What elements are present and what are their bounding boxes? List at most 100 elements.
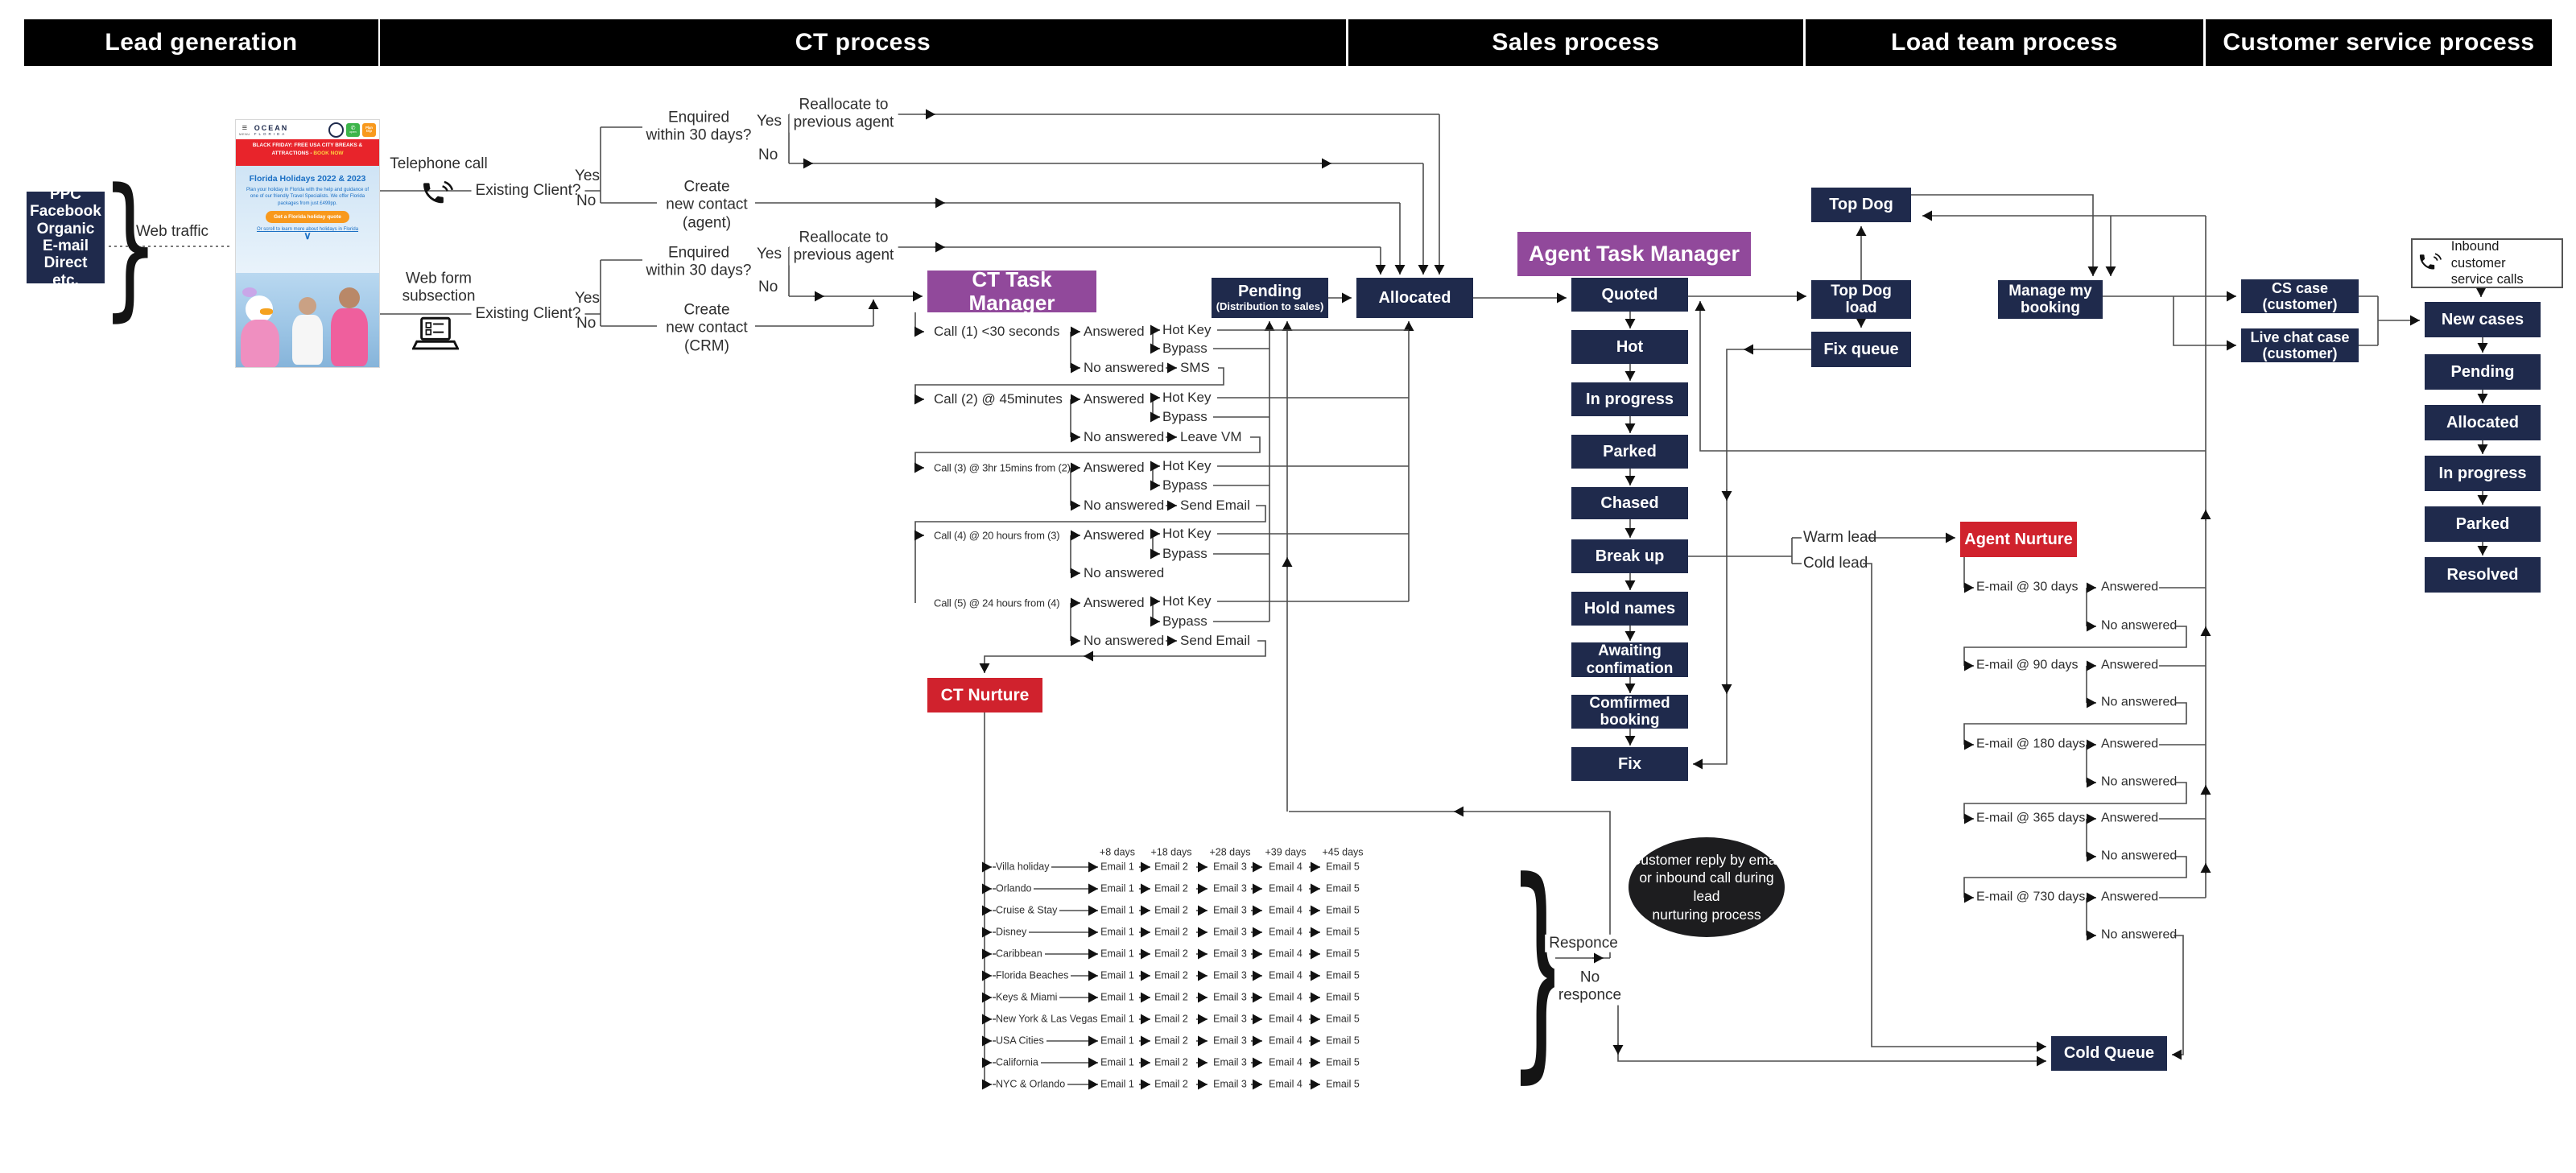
logo-bottom: FLORIDA xyxy=(254,131,287,136)
no-answered-label: No answered xyxy=(1084,359,1165,375)
hero-section: Florida Holidays 2022 & 2023 Plan your h… xyxy=(236,166,379,273)
site-header: ≡MENU OCEAN FLORIDA ✆open Plan trip xyxy=(236,120,379,139)
email-cell: Email 4 xyxy=(1269,926,1302,938)
no-answered-label: No answered xyxy=(1084,632,1165,648)
email-cell: Email 3 xyxy=(1213,1078,1247,1090)
destination-label-5: Caribbean xyxy=(996,948,1045,960)
email-cell: Email 1 xyxy=(1100,1078,1134,1090)
email-cell: Email 5 xyxy=(1326,926,1360,938)
email-cell: Email 2 xyxy=(1154,969,1188,981)
sales-stage-7: Hold names xyxy=(1571,592,1688,626)
cs-case-box: CS case (customer) xyxy=(2241,279,2359,313)
header-sales-process: Sales process xyxy=(1348,19,1803,66)
web-traffic-label: Web traffic xyxy=(135,222,209,240)
email-cell: Email 5 xyxy=(1326,969,1360,981)
header-lead-generation: Lead generation xyxy=(24,19,378,66)
email-cell: Email 5 xyxy=(1326,948,1360,960)
an-no-answered-label: No answered xyxy=(2101,618,2178,633)
hot-key-label: Hot Key xyxy=(1162,525,1212,541)
an-email-label-5: E-mail @ 730 days xyxy=(1976,890,2086,904)
day-header-5: +45 days xyxy=(1322,846,1364,858)
duck-bow xyxy=(242,287,257,297)
bypass-label: Bypass xyxy=(1162,408,1208,424)
call-button: ✆open xyxy=(346,122,360,137)
email-cell: Email 1 xyxy=(1100,882,1134,894)
email-cell: Email 3 xyxy=(1213,882,1247,894)
existing-client-phone-label: Existing Client? xyxy=(471,181,585,200)
email-cell: Email 3 xyxy=(1213,861,1247,873)
email-cell: Email 5 xyxy=(1326,861,1360,873)
yes-label: Yes xyxy=(575,289,600,307)
destination-label-10: California xyxy=(996,1056,1041,1069)
web-form-label: Web form subsection xyxy=(402,270,476,305)
call-row-label-4: Call (4) @ 20 hours from (3) xyxy=(934,529,1060,542)
email-cell: Email 5 xyxy=(1326,1056,1360,1068)
email-cell: Email 3 xyxy=(1213,991,1247,1003)
girl-head xyxy=(299,297,316,315)
an-no-answered-label: No answered xyxy=(2101,695,2178,709)
sales-stage-4: Parked xyxy=(1571,435,1688,469)
email-cell: Email 5 xyxy=(1326,1078,1360,1090)
destination-label-4: Disney xyxy=(996,926,1030,939)
email-cell: Email 4 xyxy=(1269,1078,1302,1090)
cs-stage-4: In progress xyxy=(2425,456,2541,491)
create-contact-crm-label: Create new contact (CRM) xyxy=(666,301,748,355)
email-cell: Email 4 xyxy=(1269,1056,1302,1068)
bypass-label: Bypass xyxy=(1162,477,1208,493)
quote-button: Get a Florida holiday quote xyxy=(266,211,349,224)
email-cell: Email 2 xyxy=(1154,1056,1188,1068)
email-cell: Email 2 xyxy=(1154,991,1188,1003)
existing-client-web-label: Existing Client? xyxy=(471,304,585,324)
fix-queue-box: Fix queue xyxy=(1811,332,1911,367)
telephone-call-label: Telephone call xyxy=(390,155,488,172)
answered-label: Answered xyxy=(1084,390,1145,407)
bypass-label: Bypass xyxy=(1162,545,1208,561)
email-cell: Email 1 xyxy=(1100,1056,1134,1068)
destination-label-8: New York & Las Vegas xyxy=(996,1013,1100,1026)
email-cell: Email 1 xyxy=(1100,926,1134,938)
header-load-team-process: Load team process xyxy=(1806,19,2203,66)
ct-nurture-box: CT Nurture xyxy=(927,678,1042,712)
email-cell: Email 1 xyxy=(1100,861,1134,873)
an-answered-label: Answered xyxy=(2101,580,2159,594)
hero-heading: Florida Holidays 2022 & 2023 xyxy=(249,174,366,184)
email-cell: Email 3 xyxy=(1213,1035,1247,1047)
email-cell: Email 5 xyxy=(1326,904,1360,916)
email-cell: Email 1 xyxy=(1100,991,1134,1003)
cs-stage-2: Pending xyxy=(2425,354,2541,390)
woman-top xyxy=(331,308,368,366)
email-cell: Email 2 xyxy=(1154,1013,1188,1025)
email-cell: Email 2 xyxy=(1154,1035,1188,1047)
call-row-label-2: Call (2) @ 45minutes xyxy=(934,390,1063,407)
inbound-calls-label: Inbound customer service calls xyxy=(2450,239,2524,287)
pending-subtitle: (Distribution to sales) xyxy=(1216,300,1324,313)
plan-trip-button: Plan trip xyxy=(362,122,376,137)
yes-label: Yes xyxy=(757,245,782,262)
sales-stage-3: In progress xyxy=(1571,382,1688,416)
email-cell: Email 4 xyxy=(1269,861,1302,873)
call-row-label-1: Call (1) <30 seconds xyxy=(934,323,1060,339)
banner-cta: BOOK NOW xyxy=(313,150,344,156)
destination-label-3: Cruise & Stay xyxy=(996,904,1060,917)
destination-label-6: Florida Beaches xyxy=(996,969,1071,982)
email-cell: Email 1 xyxy=(1100,904,1134,916)
email-cell: Email 3 xyxy=(1213,948,1247,960)
email-cell: Email 4 xyxy=(1269,969,1302,981)
destination-label-1: Villa holiday xyxy=(996,861,1052,874)
brace-left: } xyxy=(101,156,159,337)
day-header-4: +39 days xyxy=(1265,846,1307,858)
email-cell: Email 4 xyxy=(1269,1035,1302,1047)
email-cell: Email 3 xyxy=(1213,904,1247,916)
chevron-down-icon: ∨ xyxy=(303,229,312,242)
sales-stage-9: Comfirmed booking xyxy=(1571,695,1688,729)
no-answered-label: No answered xyxy=(1084,497,1165,513)
create-contact-agent-label: Create new contact (agent) xyxy=(666,178,748,232)
reallocate-phone-label: Reallocate to previous agent xyxy=(789,96,898,133)
an-email-label-3: E-mail @ 180 days xyxy=(1976,737,2086,751)
enquired-30-days-phone-label: Enquired within 30 days? xyxy=(646,109,752,144)
sales-stage-5: Chased xyxy=(1571,487,1688,519)
no-responce-label: No responce xyxy=(1554,969,1626,1006)
hot-key-label: Hot Key xyxy=(1162,593,1212,609)
an-answered-label: Answered xyxy=(2101,658,2159,672)
